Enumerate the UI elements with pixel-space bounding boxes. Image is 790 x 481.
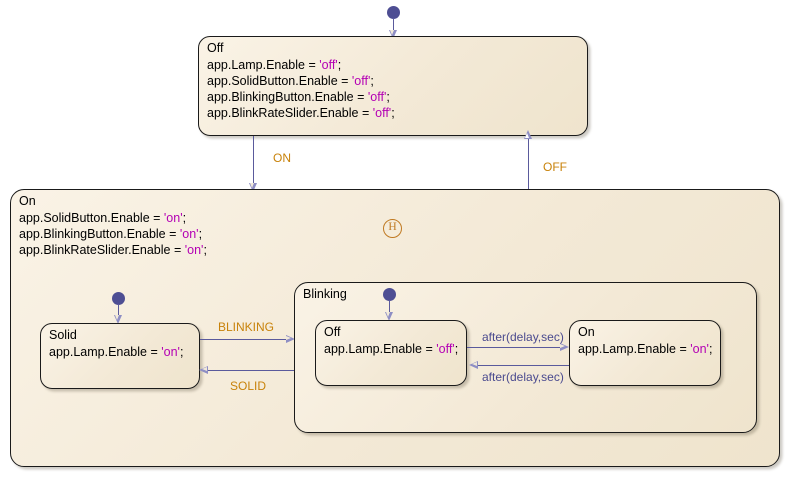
state-off-top-name: Off xyxy=(207,41,224,55)
transition-label-after-on-to-off: after(delay,sec) xyxy=(482,370,564,384)
state-on-superstate-actions: app.SolidButton.Enable = 'on'; app.Blink… xyxy=(19,211,207,257)
state-blinking-on-actions: app.Lamp.Enable = 'on'; xyxy=(578,342,713,356)
transition-after-off-to-on-arrow xyxy=(560,343,569,351)
transition-label-off: OFF xyxy=(543,160,567,174)
default-transition-dot-solid[interactable] xyxy=(112,292,125,305)
transition-off-wire[interactable] xyxy=(528,139,530,190)
state-on-superstate-name: On xyxy=(19,194,36,208)
transition-label-solid: SOLID xyxy=(230,379,267,393)
state-solid-actions: app.Lamp.Enable = 'on'; xyxy=(49,345,184,359)
transition-solid-arrow xyxy=(199,366,208,374)
transition-blinking-wire[interactable] xyxy=(200,339,290,341)
transition-label-blinking: BLINKING xyxy=(218,320,275,334)
transition-on-arrow xyxy=(249,183,257,192)
default-transition-arrow-blinking xyxy=(385,312,393,321)
default-transition-dot-chart[interactable] xyxy=(387,6,400,19)
default-transition-wire-blinking xyxy=(389,300,391,315)
transition-label-on: ON xyxy=(273,151,291,165)
default-transition-wire-solid xyxy=(118,304,120,318)
state-blinking-off-name: Off xyxy=(324,325,341,339)
default-transition-arrow-chart xyxy=(389,30,397,39)
default-transition-arrow-solid xyxy=(114,315,122,324)
state-off-top[interactable]: Off app.Lamp.Enable = 'off'; app.SolidBu… xyxy=(198,36,588,136)
transition-blinking-arrow xyxy=(286,335,295,343)
default-transition-wire-chart xyxy=(393,18,395,33)
state-blinking-off-actions: app.Lamp.Enable = 'off'; xyxy=(324,342,459,356)
state-off-top-actions: app.Lamp.Enable = 'off'; app.SolidButton… xyxy=(207,58,395,120)
state-solid-name: Solid xyxy=(49,328,77,342)
transition-label-after-off-to-on: after(delay,sec) xyxy=(482,330,564,344)
state-blinking-superstate-name: Blinking xyxy=(303,287,347,301)
state-blinking-on-name: On xyxy=(578,325,595,339)
state-solid[interactable]: Solid app.Lamp.Enable = 'on'; xyxy=(40,323,200,389)
transition-solid-wire[interactable] xyxy=(206,370,294,372)
history-junction-icon[interactable]: H xyxy=(383,219,402,238)
transition-on-wire[interactable] xyxy=(253,136,255,186)
default-transition-dot-blinking[interactable] xyxy=(383,288,396,301)
state-blinking-off[interactable]: Off app.Lamp.Enable = 'off'; xyxy=(315,320,467,386)
transition-after-on-to-off-arrow xyxy=(469,361,478,369)
transition-off-arrow xyxy=(524,130,532,139)
state-blinking-on[interactable]: On app.Lamp.Enable = 'on'; xyxy=(569,320,721,386)
transition-after-on-to-off-wire[interactable] xyxy=(477,365,569,367)
transition-after-off-to-on-wire[interactable] xyxy=(467,347,561,349)
